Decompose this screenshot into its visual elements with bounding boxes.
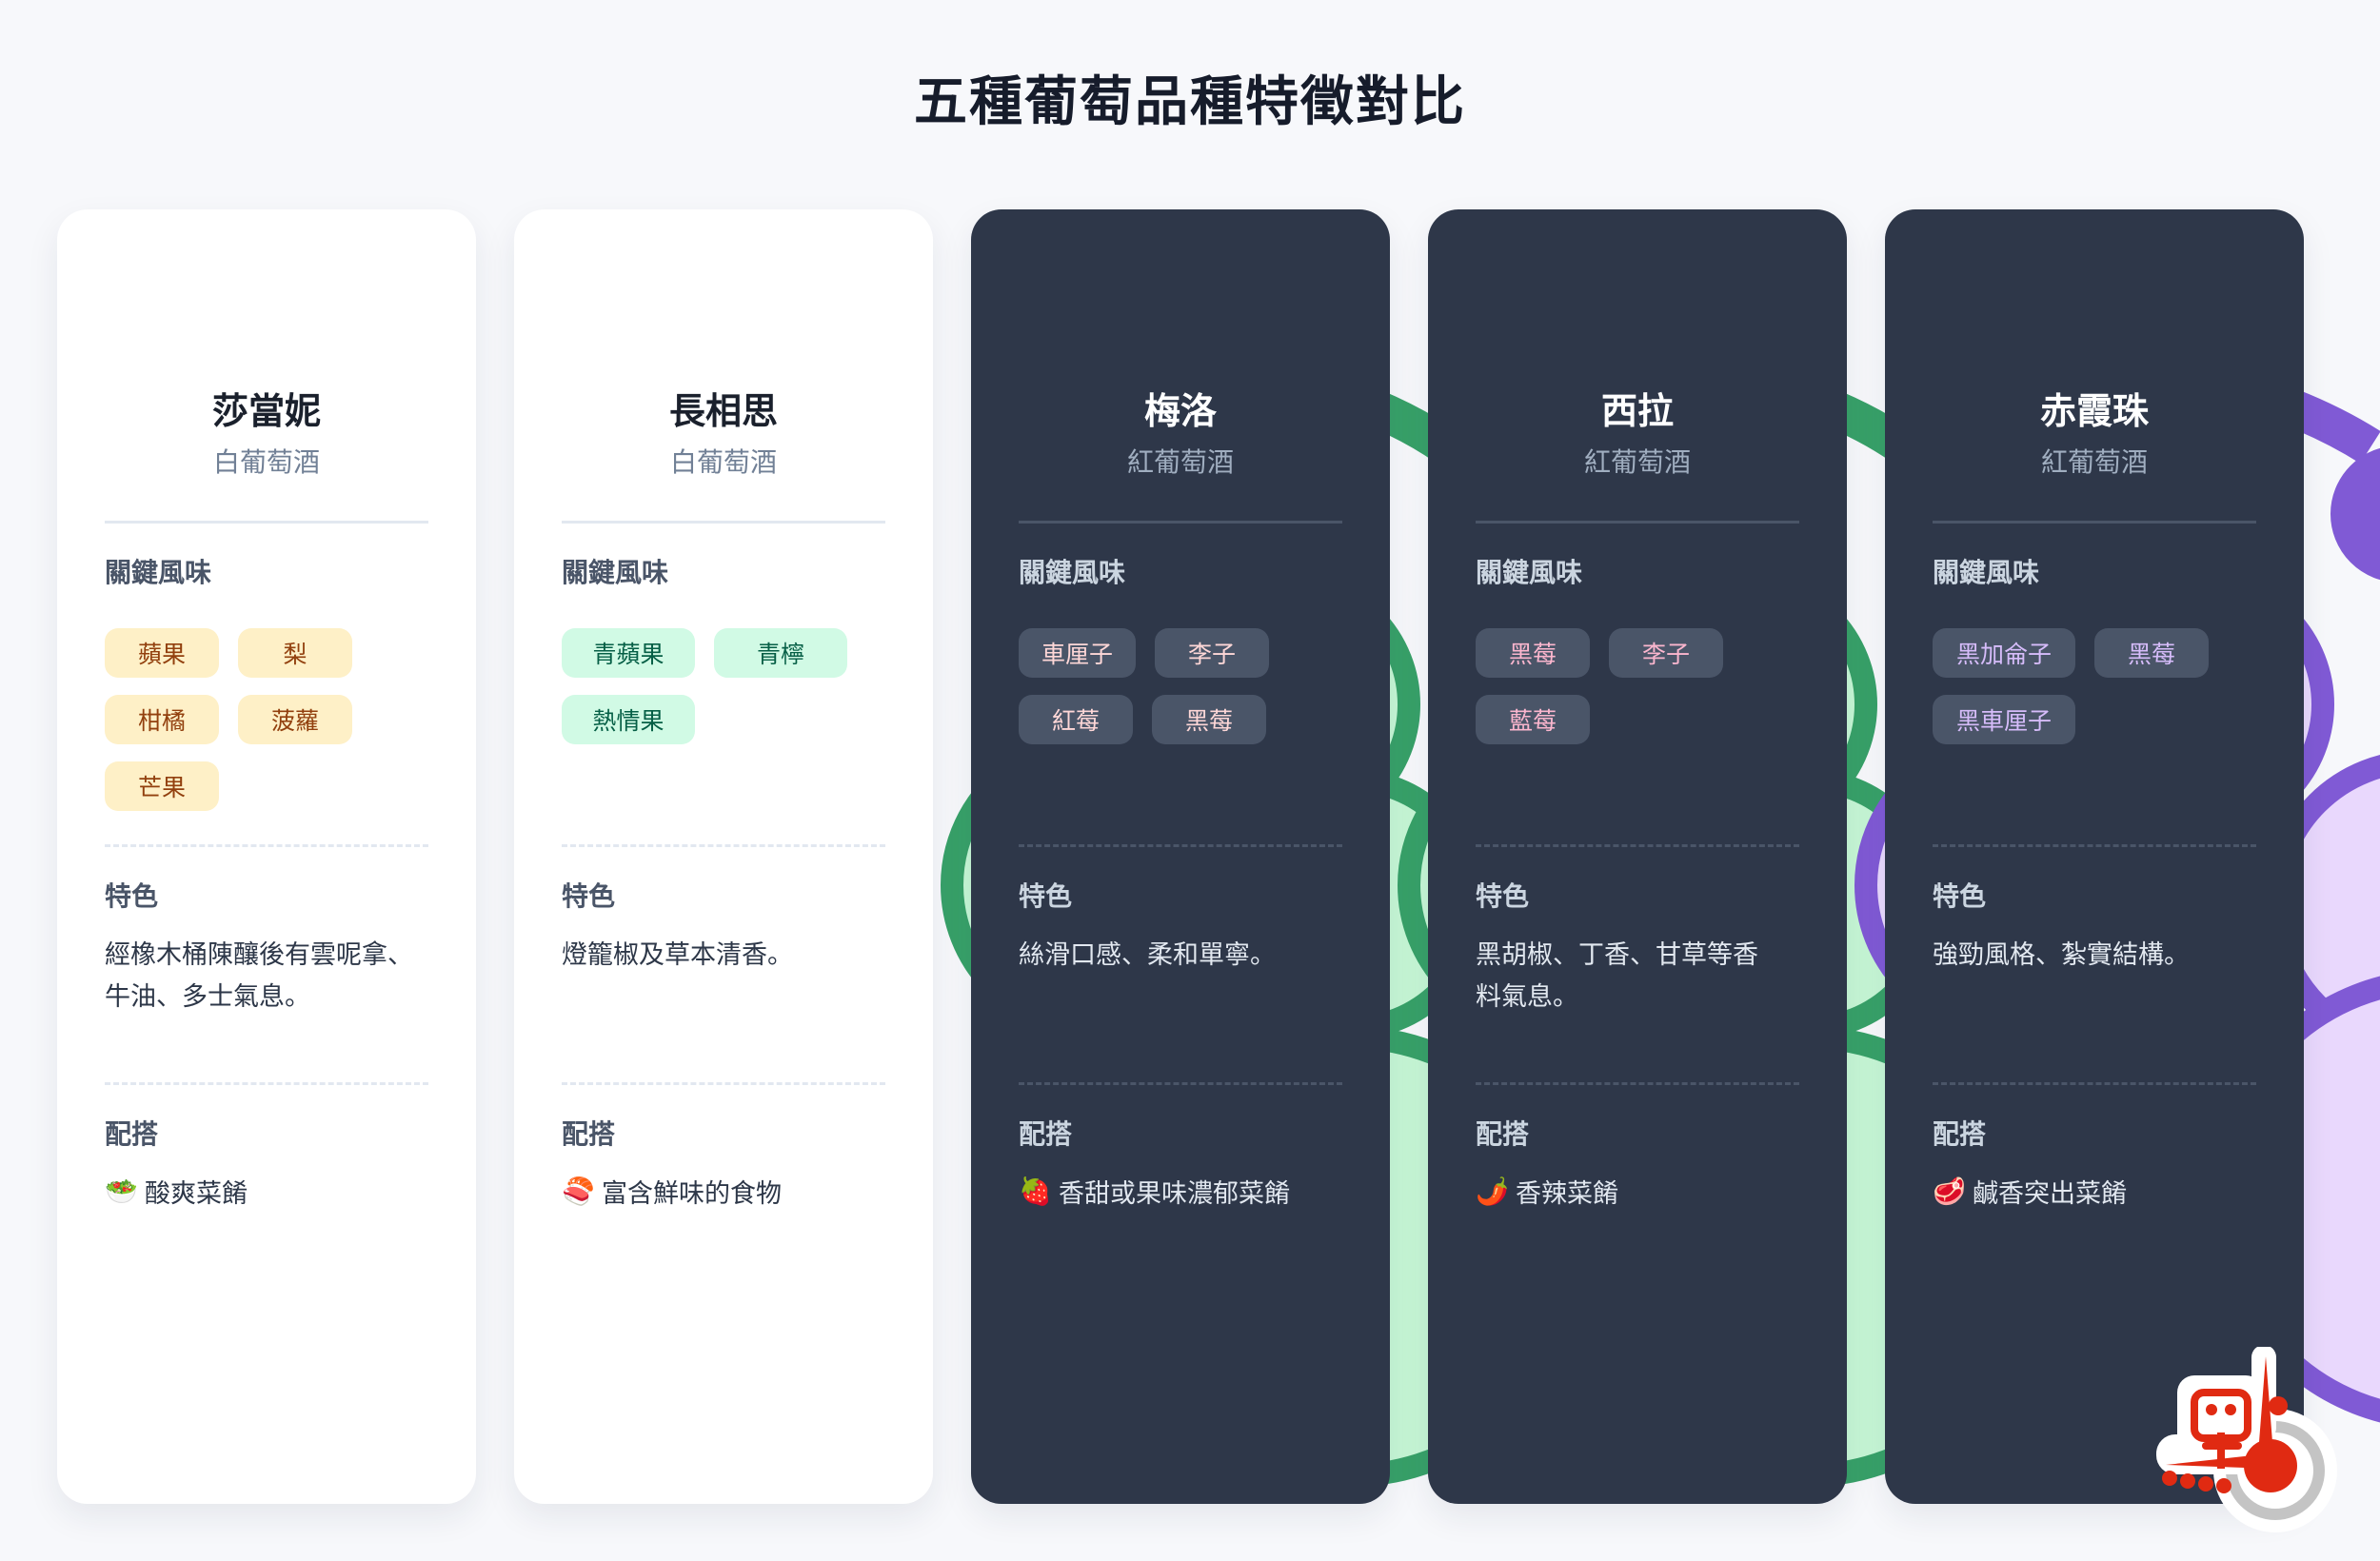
flavor-tag: 柑橘 (105, 695, 219, 744)
page-title: 五種葡萄品種特徵對比 (914, 71, 1466, 133)
wine-type: 白葡萄酒 (669, 445, 777, 478)
card-header: 西拉 紅葡萄酒 (1476, 209, 1799, 524)
flavor-tag: 黑加侖子 (1933, 628, 2075, 678)
flavor-tag: 青蘋果 (562, 628, 695, 678)
traits-label: 特色 (562, 880, 616, 912)
pairing-item: 🍓 香甜或果味濃郁菜餚 (1019, 1173, 1342, 1210)
flavor-tags: 車厘子 李子 紅莓 黑莓 (1019, 628, 1304, 744)
flavor-tag: 梨 (238, 628, 352, 678)
traits-section: 特色 經橡木桶陳釀後有雲呢拿、牛油、多士氣息。 (105, 847, 428, 1085)
pairing-label: 配搭 (105, 1118, 159, 1150)
flavor-tag: 黑莓 (2094, 628, 2209, 678)
flavor-tags: 蘋果 梨 柑橘 菠蘿 芒果 (105, 628, 390, 811)
traits-section: 特色 絲滑口感、柔和單寧。 (1019, 847, 1342, 1085)
traits-section: 特色 燈籠椒及草本清香。 (562, 847, 885, 1085)
pairing-text: 香辣菜餚 (1516, 1179, 1618, 1209)
grape-name: 莎當妮 (211, 390, 321, 432)
grape-name: 赤霞珠 (2039, 390, 2149, 432)
trait-text: 燈籠椒及草本清香。 (562, 940, 793, 970)
flavor-tags: 黑加侖子 黑莓 黑車厘子 (1933, 628, 2256, 744)
flavor-tag: 李子 (1155, 628, 1270, 678)
grape-card-cabernet-sauvignon: 赤霞珠 紅葡萄酒 關鍵風味 黑加侖子 黑莓 黑車厘子 特色 強勁風格、紮實結構。… (1885, 209, 2304, 1504)
pairing-text: 富含鮮味的食物 (602, 1179, 782, 1209)
flavors-section: 關鍵風味 蘋果 梨 柑橘 菠蘿 芒果 (105, 524, 428, 847)
trait-text: 強勁風格、紮實結構。 (1933, 940, 2190, 970)
pairing-item: 🥗 酸爽菜餚 (105, 1173, 428, 1210)
flavors-label: 關鍵風味 (1476, 557, 1583, 588)
brand-logo-icon (2156, 1347, 2337, 1532)
flavor-tag: 黑莓 (1476, 628, 1590, 678)
chili-pepper-icon: 🌶️ (1476, 1176, 1509, 1207)
pairing-label: 配搭 (562, 1118, 616, 1150)
card-header: 梅洛 紅葡萄酒 (1019, 209, 1342, 524)
pairing-section: 配搭 🌶️ 香辣菜餚 (1476, 1085, 1799, 1210)
traits-section: 特色 強勁風格、紮實結構。 (1933, 847, 2256, 1085)
flavor-tag: 熱情果 (562, 695, 695, 744)
grape-name: 西拉 (1600, 390, 1674, 432)
flavor-tag: 紅莓 (1019, 695, 1133, 744)
grape (2330, 447, 2380, 581)
flavor-tags: 青蘋果 青檸 熱情果 (562, 628, 885, 744)
wine-type: 白葡萄酒 (212, 445, 320, 478)
pairing-text: 酸爽菜餚 (145, 1179, 248, 1209)
flavor-tag: 黑莓 (1152, 695, 1266, 744)
grape-name: 梅洛 (1143, 390, 1217, 432)
grape-card-merlot: 梅洛 紅葡萄酒 關鍵風味 車厘子 李子 紅莓 黑莓 特色 絲滑口感、柔和單寧。 … (971, 209, 1390, 1504)
trait-text: 經橡木桶陳釀後有雲呢拿、牛油、多士氣息。 (105, 940, 413, 1012)
flavor-tag: 菠蘿 (238, 695, 352, 744)
traits-label: 特色 (1933, 880, 1987, 912)
wine-type: 紅葡萄酒 (1126, 445, 1234, 478)
flavor-tags: 黑莓 李子 藍莓 (1476, 628, 1761, 744)
trait-text: 絲滑口感、柔和單寧。 (1019, 940, 1276, 970)
salad-icon: 🥗 (105, 1176, 138, 1207)
flavor-tag: 藍莓 (1476, 695, 1590, 744)
steak-icon: 🥩 (1933, 1176, 1966, 1207)
wine-type: 紅葡萄酒 (2040, 445, 2148, 478)
strawberry-icon: 🍓 (1019, 1176, 1052, 1207)
pairing-label: 配搭 (1476, 1118, 1530, 1150)
card-header: 赤霞珠 紅葡萄酒 (1933, 209, 2256, 524)
pairing-text: 鹹香突出菜餚 (1973, 1179, 2127, 1209)
flavors-section: 關鍵風味 車厘子 李子 紅莓 黑莓 (1019, 524, 1342, 847)
pairing-item: 🌶️ 香辣菜餚 (1476, 1173, 1799, 1210)
sushi-icon: 🍣 (562, 1176, 595, 1207)
traits-section: 特色 黑胡椒、丁香、甘草等香料氣息。 (1476, 847, 1799, 1085)
traits-label: 特色 (1476, 880, 1530, 912)
grape-card-syrah: 西拉 紅葡萄酒 關鍵風味 黑莓 李子 藍莓 特色 黑胡椒、丁香、甘草等香料氣息。… (1428, 209, 1847, 1504)
flavor-tag: 青檸 (714, 628, 847, 678)
pairing-text: 香甜或果味濃郁菜餚 (1059, 1179, 1290, 1209)
card-header: 莎當妮 白葡萄酒 (105, 209, 428, 524)
flavor-tag: 黑車厘子 (1933, 695, 2075, 744)
flavors-section: 關鍵風味 青蘋果 青檸 熱情果 (562, 524, 885, 847)
traits-label: 特色 (1019, 880, 1073, 912)
flavors-label: 關鍵風味 (562, 557, 669, 588)
trait-text: 黑胡椒、丁香、甘草等香料氣息。 (1476, 940, 1758, 1012)
traits-label: 特色 (105, 880, 159, 912)
grape-card-chardonnay: 莎當妮 白葡萄酒 關鍵風味 蘋果 梨 柑橘 菠蘿 芒果 特色 經橡木桶陳釀後有雲… (57, 209, 476, 1504)
flavor-tag: 芒果 (105, 761, 219, 811)
wine-type: 紅葡萄酒 (1583, 445, 1691, 478)
pairing-item: 🥩 鹹香突出菜餚 (1933, 1173, 2256, 1210)
flavor-tag: 蘋果 (105, 628, 219, 678)
flavors-label: 關鍵風味 (1933, 557, 2040, 588)
pairing-section: 配搭 🍣 富含鮮味的食物 (562, 1085, 885, 1210)
flavors-label: 關鍵風味 (1019, 557, 1126, 588)
card-header: 長相思 白葡萄酒 (562, 209, 885, 524)
pairing-label: 配搭 (1019, 1118, 1073, 1150)
flavor-tag: 李子 (1609, 628, 1723, 678)
flavors-section: 關鍵風味 黑加侖子 黑莓 黑車厘子 (1933, 524, 2256, 847)
pairing-section: 配搭 🍓 香甜或果味濃郁菜餚 (1019, 1085, 1342, 1210)
flavor-tag: 車厘子 (1019, 628, 1137, 678)
grape-card-sauvignon-blanc: 長相思 白葡萄酒 關鍵風味 青蘋果 青檸 熱情果 特色 燈籠椒及草本清香。 配搭… (514, 209, 933, 1504)
flavors-section: 關鍵風味 黑莓 李子 藍莓 (1476, 524, 1799, 847)
pairing-section: 配搭 🥩 鹹香突出菜餚 (1933, 1085, 2256, 1210)
grape-name: 長相思 (668, 390, 778, 432)
flavors-label: 關鍵風味 (105, 557, 212, 588)
grape-cards: 莎當妮 白葡萄酒 關鍵風味 蘋果 梨 柑橘 菠蘿 芒果 特色 經橡木桶陳釀後有雲… (57, 209, 2304, 1504)
pairing-label: 配搭 (1933, 1118, 1987, 1150)
pairing-item: 🍣 富含鮮味的食物 (562, 1173, 885, 1210)
pairing-section: 配搭 🥗 酸爽菜餚 (105, 1085, 428, 1210)
